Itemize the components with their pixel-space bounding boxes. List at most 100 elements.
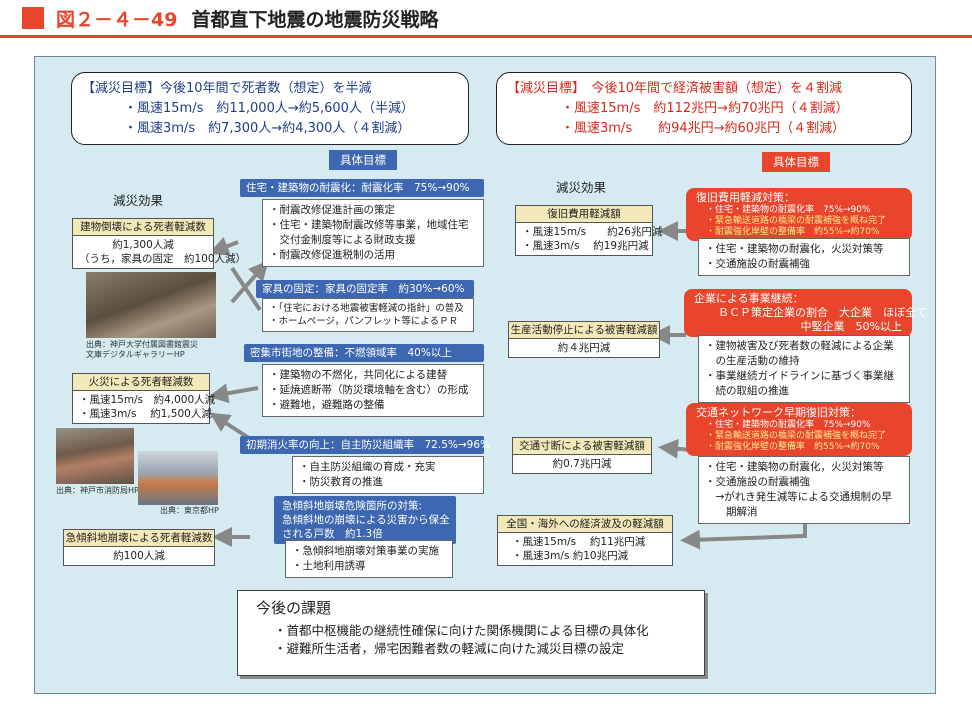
effect-line: 約0.7兆円減 [519,457,645,471]
tag-specific-targets-right: 具体目標 [762,152,830,172]
photo-caption: 出典：神戸市消防局HP [56,486,139,496]
goal-box-deaths: 【減災目標】今後10年間で死者数（想定）を半減 ・風速15m/s 約11,000… [71,72,469,145]
photo-fire-damage [56,428,134,484]
measure-line: ・建築物の不燃化，共同化による建替 [269,368,477,383]
measure-line: ・避難地，避難路の整備 [269,398,477,413]
effect-label-left: 減災効果 [113,190,163,209]
measure-head-dense-area: 密集市街地の整備：不燃領域率 40%以上 [244,344,484,362]
effect-fire: 火災による死者軽減数 ・風速15m/s 約4,000人減 ・風速3m/s 約1,… [72,373,210,424]
measure-line: ・建物被害及び死者数の軽減による企業 [705,339,903,354]
measure-head-line: 企業による事業継続： [694,292,902,306]
measure-line: ・急傾斜地崩壊対策事業の実施 [292,544,446,559]
effect-head: 急傾斜地崩壊による死者軽減数 [64,530,214,547]
goal-title: 【減災目標】 今後10年間で経済被害額（想定）を４割減 [507,79,901,99]
effect-traffic-disruption: 交通寸断による被害軽減額 約0.7兆円減 [512,437,652,474]
measure-sub-line: ・緊急輸送道路の橋梁の耐震補強を概ね完了 [696,216,902,227]
measure-line: ・「住宅における地震被害軽減の指針」の普及 [269,302,467,315]
measure-line: ・ホームページ，パンフレット等によるＰＲ [269,315,467,328]
effect-production-stoppage: 生産活動停止による被害軽減額 約４兆円減 [508,321,660,358]
measure-line: ・住宅・建築物耐震改修等事業，地域住宅 [269,218,477,233]
photo-caption: 出典：神戸大学付属図書館震災 文庫デジタルギャラリーHP [86,340,198,360]
effect-line: 約４兆円減 [515,341,653,355]
measure-head-recovery-cost: 復旧費用軽減対策： ・住宅・建築物の耐震化率 75%→90% ・緊急輸送道路の橋… [686,188,912,241]
measure-body-initial-firefighting: ・自主防災組織の育成・充実 ・防災教育の推進 [292,456,484,494]
tag-specific-targets-left: 具体目標 [329,150,397,170]
measure-line: →がれき発生減等による交通規制の早 [705,490,903,505]
effect-line: ・風速15m/s 約26兆円減 [522,225,646,239]
goal-title: 【減災目標】今後10年間で死者数（想定）を半減 [82,79,458,99]
measure-line: ・自主防災組織の育成・充実 [299,460,477,475]
measure-sub-line: ・耐震強化岸壁の整備率 約55%→約70% [696,442,902,453]
goal-item: ・風速3m/s 約94兆円→約60兆円（４割減） [507,119,901,139]
effect-label-right: 減災効果 [556,177,606,196]
effect-line: 約100人減 [70,549,208,563]
measure-body-transport-recovery: ・住宅・建築物の耐震化，火災対策等 ・交通施設の耐震補強 →がれき発生減等による… [698,456,910,524]
goal-item: ・風速3m/s 約7,300人→約4,300人（４割減） [82,119,458,139]
measure-body-recovery-cost: ・住宅・建築物の耐震化，火災対策等 ・交通施設の耐震補強 [698,238,910,276]
measure-head-furniture: 家具の固定：家具の固定率 約30%→60% [256,280,474,298]
measure-line: 交付金制度等による財政支援 [269,233,477,248]
measure-line: 期解消 [705,505,903,520]
measure-sub-line: ・緊急輸送道路の橋梁の耐震補強を概ね完了 [696,431,902,442]
measure-line: ・耐震改修促進税制の活用 [269,248,477,263]
measure-head-seismic: 住宅・建築物の耐震化：耐震化率 75%→90% [240,179,484,197]
measure-line: ・住宅・建築物の耐震化，火災対策等 [705,242,903,257]
arrow-left-3 [218,388,258,395]
photo-drill [138,451,218,505]
arrow-left-1 [218,242,238,250]
goal-box-economic: 【減災目標】 今後10年間で経済被害額（想定）を４割減 ・風速15m/s 約11… [496,72,912,145]
measure-body-dense-area: ・建築物の不燃化，共同化による建替 ・延焼遮断帯（防災環境軸を含む）の形成 ・避… [262,364,484,417]
measure-body-business-continuity: ・建物被害及び死者数の軽減による企業 の生産活動の維持 ・事業継続ガイドラインに… [698,335,910,403]
effect-head: 全国・海外への経済波及の軽減額 [498,516,672,533]
effect-recovery-cost: 復旧費用軽減額 ・風速15m/s 約26兆円減 ・風速3m/s 約19兆円減 [515,205,653,256]
measure-line: ・土地利用誘導 [292,559,446,574]
measure-body-furniture: ・「住宅における地震被害軽減の指針」の普及 ・ホームページ，パンフレット等による… [262,298,474,332]
effect-head: 建物倒壊による死者軽減数 [73,219,213,236]
measure-line: ・交通施設の耐震補強 [705,475,903,490]
measure-head-line: 中堅企業 50%以上 [694,320,902,334]
future-issues-box: 今後の課題 ・首都中枢機能の継続性確保に向けた関係機関による目標の具体化 ・避難… [237,590,705,676]
measure-line: ・事業継続ガイドラインに基づく事業継 [705,369,903,384]
effect-line: ・風速3m/s 約19兆円減 [522,239,646,253]
effect-line: ・風速15m/s 約11兆円減 [512,535,666,549]
measure-line: ・耐震改修促進計画の策定 [269,203,477,218]
effect-line: ・風速3m/s 約10兆円減 [512,549,666,563]
measure-head-transport-recovery: 交通ネットワーク早期復旧対策： ・住宅・建築物の耐震化率 75%→90% ・緊急… [686,403,912,456]
issue-item: ・首都中枢機能の継続性確保に向けた関係機関による目標の具体化 [252,622,690,640]
goal-item: ・風速15m/s 約11,000人→約5,600人（半減） [82,99,458,119]
measure-body-seismic: ・耐震改修促進計画の策定 ・住宅・建築物耐震改修等事業，地域住宅 交付金制度等に… [262,199,484,267]
measure-line: ・延焼遮断帯（防災環境軸を含む）の形成 [269,383,477,398]
effect-line: （うち，家具の固定 約100人減） [79,252,207,266]
measure-sub-line: ・住宅・建築物の耐震化率 75%→90% [696,420,902,431]
effect-head: 復旧費用軽減額 [516,206,652,223]
measure-line: ・防災教育の推進 [299,475,477,490]
effect-head: 交通寸断による被害軽減額 [513,438,651,455]
photo-caption-line: 出典：神戸大学付属図書館震災 [86,340,198,350]
measure-line: ・住宅・建築物の耐震化，火災対策等 [705,460,903,475]
measure-head-line: される戸数 約1.3倍 [282,527,448,541]
effect-slope-collapse: 急傾斜地崩壊による死者軽減数 約100人減 [63,529,215,566]
effect-head: 生産活動停止による被害軽減額 [509,322,659,339]
measure-line: ・交通施設の耐震補強 [705,257,903,272]
photo-caption: 出典：東京都HP [160,506,219,516]
photo-caption-line: 出典：東京都HP [160,506,219,516]
photo-caption-line: 文庫デジタルギャラリーHP [86,350,198,360]
measure-head-initial-firefighting: 初期消火率の向上：自主防災組織率 72.5%→96% [240,436,484,454]
measure-head-line: 急傾斜地崩壊危険箇所の対策: [282,499,448,513]
issue-item: ・避難所生活者，帰宅困難者数の軽減に向けた減災目標の設定 [252,640,690,658]
effect-line: ・風速3m/s 約1,500人減 [79,407,203,421]
measure-head-line: 急傾斜地の崩壊による災害から保全 [282,513,448,527]
measure-head-steep-slope: 急傾斜地崩壊危険箇所の対策: 急傾斜地の崩壊による災害から保全 される戸数 約1… [274,496,456,544]
photo-caption-line: 出典：神戸市消防局HP [56,486,139,496]
effect-economic-spillover: 全国・海外への経済波及の軽減額 ・風速15m/s 約11兆円減 ・風速3m/s … [497,515,673,566]
measure-sub-line: ・耐震強化岸壁の整備率 約55%→約70% [696,227,902,238]
measure-head-business-continuity: 企業による事業継続： ＢＣＰ策定企業の割合 大企業 ほぼ全て 中堅企業 50%以… [684,289,912,337]
photo-collapsed-building [86,272,216,338]
measure-sub-line: ・住宅・建築物の耐震化率 75%→90% [696,205,902,216]
measure-head-line: 交通ネットワーク早期復旧対策： [696,406,902,420]
effect-line: 約1,300人減 [79,238,207,252]
measure-line: 続の取組の推進 [705,384,903,399]
effect-head: 火災による死者軽減数 [73,374,209,391]
measure-line: の生産活動の維持 [705,354,903,369]
measure-head-line: 復旧費用軽減対策： [696,191,902,205]
